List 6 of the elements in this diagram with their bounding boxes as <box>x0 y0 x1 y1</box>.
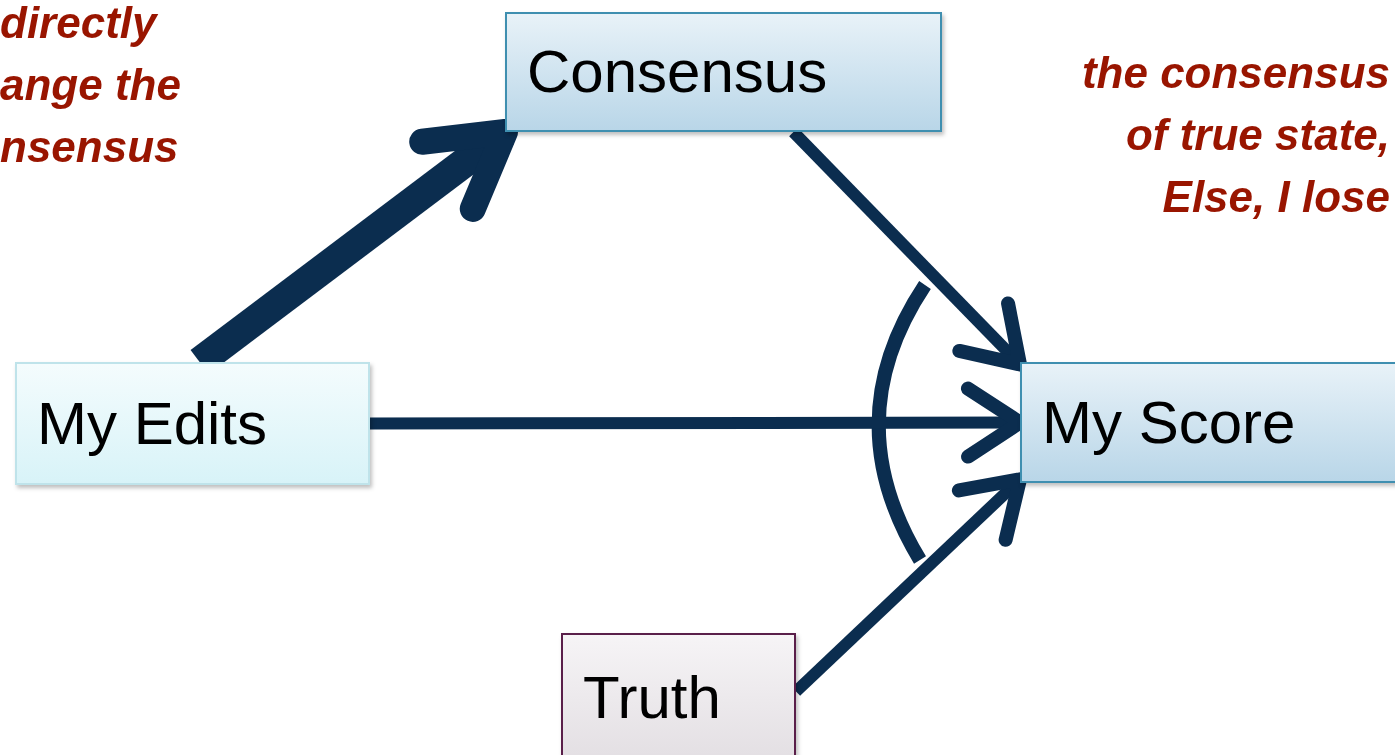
process-box: My Score <box>1020 362 1395 483</box>
annotation-text: the consensus of true state, Else, I lose <box>1080 47 1390 223</box>
process-box: Truth <box>561 633 796 755</box>
process-box: Consensus <box>505 12 942 132</box>
process-box: My Edits <box>15 362 370 485</box>
annotation-text: directly ange the nsensus <box>0 0 182 173</box>
